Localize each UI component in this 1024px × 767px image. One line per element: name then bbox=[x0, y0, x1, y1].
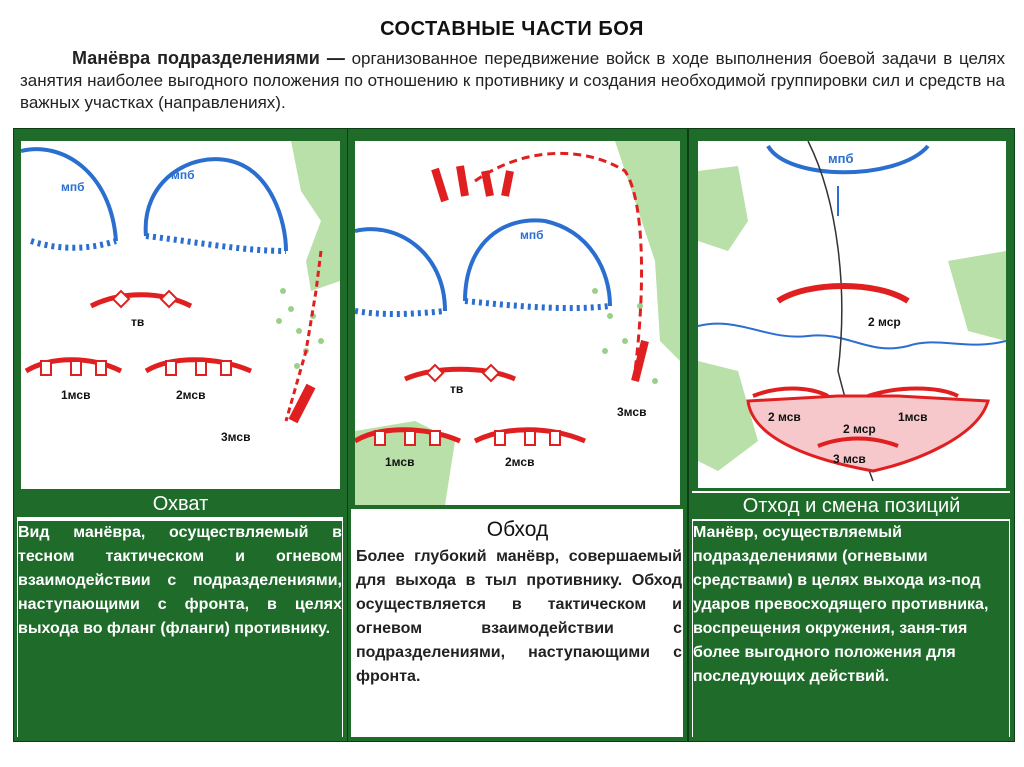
envelopment-mcv1-label: 1мсв bbox=[61, 388, 90, 402]
envelopment-mcv2-label: 2мсв bbox=[176, 388, 205, 402]
withdrawal-mcv2-label: 2 мсв bbox=[768, 410, 801, 424]
bypass-text: Более глубокий манёвр, совершаемый для в… bbox=[356, 548, 682, 685]
withdrawal-mcr2b-label: 2 мср bbox=[843, 422, 876, 436]
bypass-tank-label: тв bbox=[450, 382, 463, 396]
envelopment-enemy-label: мпб bbox=[171, 168, 195, 182]
intro-definition: организованное передвижение войск в ходе… bbox=[20, 49, 1006, 112]
bypass-enemy-label: мпб bbox=[520, 228, 544, 242]
slide-title: СОСТАВНЫЕ ЧАСТИ БОЯ bbox=[380, 18, 644, 40]
panel-bypass: мпб тв 1мсв 2мсв 3мсв Обход bbox=[347, 128, 688, 742]
envelopment-diagram: мпб мпб тв 1мсв 2мсв 3мсв bbox=[21, 141, 340, 444]
withdrawal-mcv3-label: 3 мсв bbox=[833, 452, 866, 466]
envelopment-mcv3-label: 3мсв bbox=[221, 430, 250, 444]
withdrawal-diagram: мпб 2 мср 2 мсв 1мсв 2 мср 3 мсв bbox=[698, 141, 1006, 482]
withdrawal-enemy-label: мпб bbox=[828, 151, 854, 166]
withdrawal-mcv1-label: 1мсв bbox=[898, 410, 927, 424]
panel-envelopment: мпб мпб тв 1мсв 2мсв 3мсв Охват Вид манё… bbox=[13, 128, 348, 742]
envelopment-text: Вид манёвра, осуществляемый в тесном так… bbox=[18, 521, 342, 739]
bypass-mcv2-label: 2мсв bbox=[505, 455, 534, 469]
withdrawal-text: Манёвр, осуществляемый подразделениями (… bbox=[693, 521, 1009, 739]
withdrawal-title: Отход и смена позиций bbox=[689, 493, 1014, 519]
bypass-mcv1-label: 1мсв bbox=[385, 455, 414, 469]
bypass-mcv3-label: 3мсв bbox=[617, 405, 646, 419]
withdrawal-mcr2a-label: 2 мср bbox=[868, 315, 901, 329]
withdrawal-map: мпб 2 мср 2 мсв 1мсв 2 мср 3 мсв bbox=[698, 141, 1006, 488]
intro-term: Манёвра подразделениями — bbox=[72, 48, 345, 68]
terrain-patch bbox=[291, 141, 340, 291]
panel-withdrawal: мпб 2 мср 2 мсв 1мсв 2 мср 3 мсв Отход и… bbox=[688, 128, 1015, 742]
bypass-title: Обход bbox=[486, 518, 549, 541]
envelopment-tank-label: тв bbox=[131, 315, 144, 329]
svg-text:мпб: мпб bbox=[61, 180, 85, 194]
envelopment-title: Охват bbox=[14, 491, 347, 517]
envelopment-map: мпб мпб тв 1мсв 2мсв 3мсв bbox=[21, 141, 340, 489]
bypass-diagram: мпб тв 1мсв 2мсв 3мсв bbox=[355, 141, 680, 505]
bypass-map: мпб тв 1мсв 2мсв 3мсв bbox=[355, 141, 680, 505]
intro-paragraph: Манёвра подразделениями — организованное… bbox=[20, 47, 1005, 114]
